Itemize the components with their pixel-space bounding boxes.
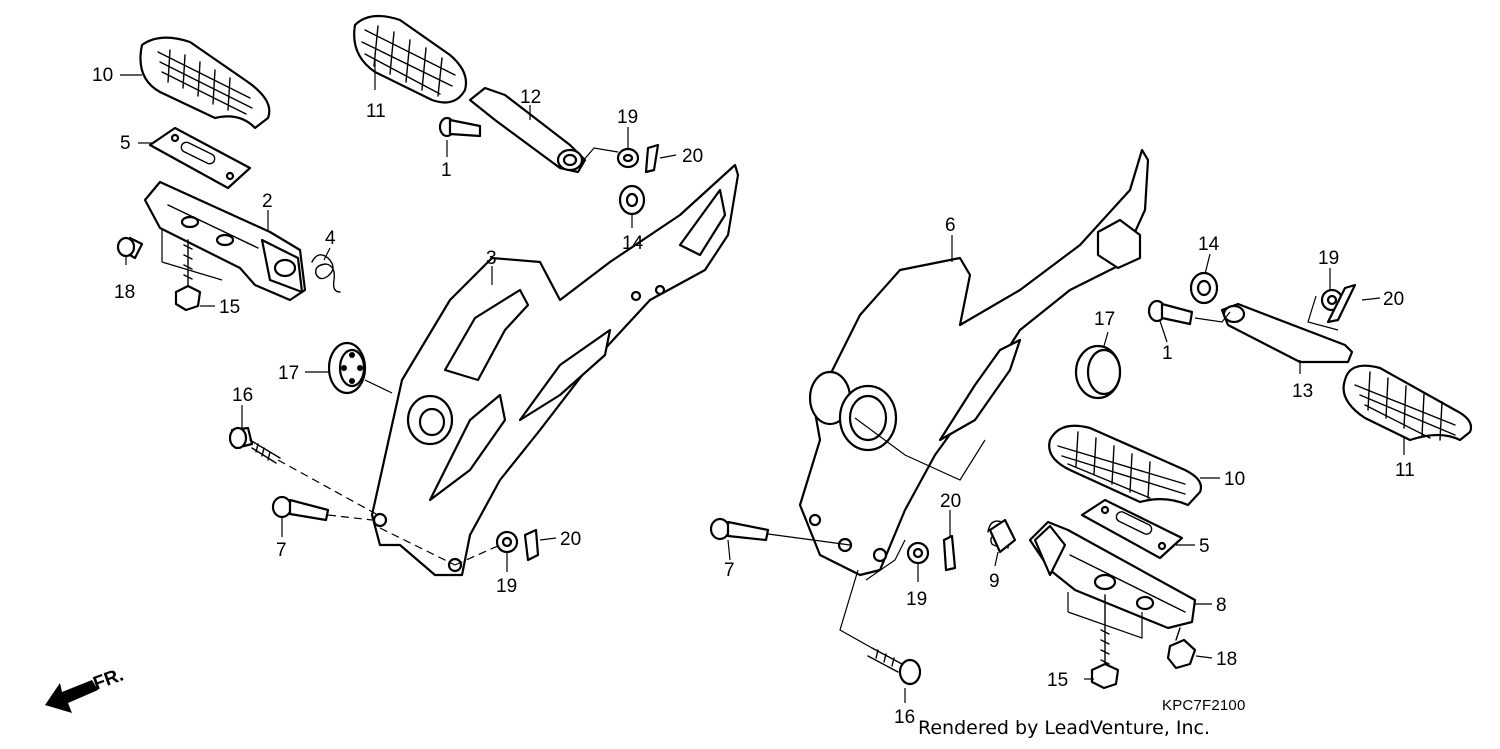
right-washer-19-bottom — [906, 541, 930, 565]
left-passenger-peg-rubber — [353, 14, 468, 104]
right-leader-lines — [727, 235, 1405, 703]
callout-right-7: 7 — [724, 560, 735, 581]
callout-right-16: 16 — [894, 707, 915, 728]
left-washer-19-bottom — [495, 530, 519, 554]
left-bolt-15 — [174, 239, 202, 312]
left-grommet — [327, 341, 367, 395]
left-cotter-20-top — [644, 143, 660, 174]
diagram-code: KPC7F2100 — [1162, 697, 1246, 714]
callout-right-6: 6 — [945, 215, 956, 236]
callout-left-2: 2 — [262, 191, 273, 212]
render-credit: Rendered by LeadVenture, Inc. — [918, 717, 1211, 739]
callout-right-10: 10 — [1224, 469, 1245, 490]
left-leader-lines — [120, 60, 677, 572]
callout-left-4: 4 — [325, 228, 336, 249]
callout-right-8: 8 — [1216, 595, 1227, 616]
callout-right-15: 15 — [1047, 670, 1068, 691]
left-footpeg-holder — [143, 180, 307, 302]
callout-right-17: 17 — [1094, 309, 1115, 330]
right-passenger-arm — [1220, 302, 1354, 364]
right-bolt-18 — [1166, 627, 1197, 670]
right-footpeg-rubber — [1048, 424, 1203, 507]
callout-left-5: 5 — [120, 133, 131, 154]
callout-right-14: 14 — [1198, 234, 1220, 255]
front-direction-arrow: FR. — [45, 664, 126, 713]
right-peg-plate — [1080, 498, 1184, 560]
callout-left-20-top: 20 — [682, 146, 703, 167]
callout-left-19-bottom: 19 — [496, 576, 517, 597]
left-washer-14 — [618, 184, 646, 216]
callout-left-14: 14 — [622, 233, 644, 254]
callout-right-11: 11 — [1395, 460, 1415, 481]
left-passenger-arm — [468, 86, 587, 174]
callout-right-9: 9 — [989, 571, 1000, 592]
right-cotter-20-bottom — [942, 534, 957, 572]
callout-left-7: 7 — [276, 540, 287, 561]
callout-labels: 10 11 12 5 19 20 1 2 4 14 18 15 3 17 16 … — [92, 65, 1415, 728]
right-pin-7 — [709, 517, 770, 542]
left-pin-1 — [438, 116, 482, 138]
right-spring — [987, 518, 1017, 554]
left-footpeg-rubber — [139, 36, 271, 130]
callout-left-19-top: 19 — [617, 107, 638, 128]
callout-left-20-bottom: 20 — [560, 529, 581, 550]
left-cotter-20-bottom — [523, 528, 540, 562]
callout-right-20-top: 20 — [1383, 289, 1404, 310]
callout-left-12: 12 — [520, 87, 541, 108]
callout-left-10: 10 — [92, 65, 113, 86]
left-pin-7 — [271, 495, 330, 522]
right-bolt-16 — [867, 647, 922, 686]
callout-right-1: 1 — [1162, 343, 1173, 364]
callout-right-19-top: 19 — [1318, 248, 1339, 269]
callout-right-5: 5 — [1199, 536, 1210, 557]
right-pin-1 — [1147, 299, 1194, 326]
left-step-bracket — [370, 163, 740, 577]
callout-right-20-bottom: 20 — [940, 491, 961, 512]
right-footpeg-holder — [1028, 520, 1197, 630]
callout-left-18: 18 — [114, 282, 135, 303]
right-bolt-15 — [1090, 594, 1120, 690]
callout-left-1: 1 — [441, 160, 452, 181]
left-peg-plate — [148, 126, 252, 190]
left-washer-19-top — [616, 147, 640, 169]
front-marker-label: FR. — [91, 664, 127, 694]
left-bolt-18 — [116, 236, 144, 260]
callout-left-15: 15 — [219, 297, 240, 318]
right-step-bracket — [798, 148, 1150, 577]
right-washer-14 — [1189, 271, 1219, 305]
left-bolt-16 — [228, 426, 281, 464]
callout-left-17: 17 — [278, 363, 299, 384]
callout-right-13: 13 — [1292, 381, 1313, 402]
right-passenger-peg-rubber — [1342, 364, 1473, 442]
right-cotter-20-top — [1326, 283, 1357, 324]
left-spring — [311, 254, 341, 293]
right-grommet — [1074, 344, 1122, 400]
callout-left-16: 16 — [232, 385, 253, 406]
callout-left-3: 3 — [486, 248, 497, 269]
callout-right-19-bottom: 19 — [906, 589, 927, 610]
callout-right-18: 18 — [1216, 649, 1237, 670]
callout-left-11: 11 — [366, 101, 386, 122]
